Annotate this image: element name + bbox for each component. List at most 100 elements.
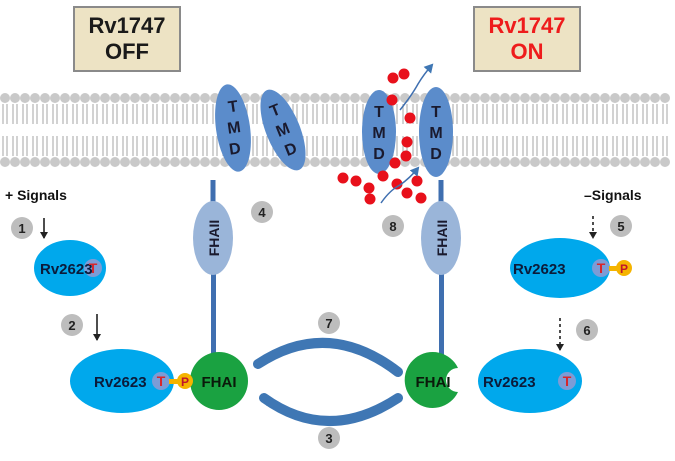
lipid-tail xyxy=(612,136,618,156)
lipid-tail xyxy=(42,104,48,124)
lipid-tail xyxy=(572,136,578,156)
lipid-head xyxy=(60,93,70,103)
lipid-tail xyxy=(662,104,668,124)
lipid-tail xyxy=(22,136,28,156)
threonine-letter-4: T xyxy=(563,373,572,389)
lipid-head xyxy=(20,157,30,167)
lipid-tail xyxy=(322,136,328,156)
lipid-head xyxy=(50,93,60,103)
lipid-head xyxy=(620,157,630,167)
ligand-dot xyxy=(364,193,376,205)
lipid-tail xyxy=(582,136,588,156)
lipid-tail xyxy=(352,104,358,124)
lipid-tail xyxy=(112,136,118,156)
lipid-head xyxy=(640,157,650,167)
lipid-head xyxy=(580,93,590,103)
threonine-site-2 xyxy=(152,372,170,390)
lipid-head xyxy=(600,157,610,167)
step3-circle xyxy=(318,427,340,449)
rv2623-label-2: Rv2623 xyxy=(94,374,147,391)
lipid-tail xyxy=(132,104,138,124)
lipid-head xyxy=(70,157,80,167)
lipid-head xyxy=(50,157,60,167)
lipid-tail xyxy=(482,136,488,156)
lipid-head xyxy=(170,93,180,103)
lipid-tail xyxy=(82,104,88,124)
lipid-head xyxy=(170,157,180,167)
lipid-head xyxy=(80,93,90,103)
lipid-tail xyxy=(202,104,208,124)
lipid-tail xyxy=(152,104,158,124)
lipid-head xyxy=(30,157,40,167)
ligand-dots xyxy=(337,68,427,205)
lipid-tail xyxy=(562,104,568,124)
phospho-link-2 xyxy=(169,379,180,384)
threonine-letter-1: T xyxy=(89,260,98,276)
lipid-tail xyxy=(622,136,628,156)
step1-circle xyxy=(11,217,33,239)
lipid-tail xyxy=(62,136,68,156)
step3-number: 3 xyxy=(325,431,332,446)
lipid-tail xyxy=(552,136,558,156)
residue-letters: T T T T P P xyxy=(89,260,628,389)
lipid-tail xyxy=(212,136,218,156)
lipid-tail xyxy=(482,104,488,124)
on-box-line1: Rv1747 xyxy=(488,13,566,38)
lipid-head xyxy=(460,157,470,167)
lipid-tail xyxy=(572,104,578,124)
lipid-tail xyxy=(512,136,518,156)
lipid-head xyxy=(330,93,340,103)
tmd-off-right-letter-m: M xyxy=(274,120,293,141)
lipid-head xyxy=(610,93,620,103)
tmd-on-right xyxy=(419,87,453,177)
ligand-dot xyxy=(391,178,403,190)
ligand-dot xyxy=(389,157,401,169)
lipid-head xyxy=(100,93,110,103)
tmd-off-left-letter-t: T xyxy=(227,98,239,116)
lipid-head xyxy=(130,157,140,167)
tmd-off-left-letter-d: D xyxy=(228,140,242,158)
lipid-tail xyxy=(632,104,638,124)
tmd-off-left xyxy=(215,84,251,172)
signal-flow-arrow-top xyxy=(399,63,434,111)
phosphate-2 xyxy=(177,373,193,389)
receptor-on xyxy=(362,87,461,408)
lipid-head xyxy=(60,157,70,167)
membrane-bilayer xyxy=(0,93,670,167)
lipid-head xyxy=(490,93,500,103)
lipid-head xyxy=(260,157,270,167)
lipid-head xyxy=(520,157,530,167)
fhaii-domain-off xyxy=(193,201,233,275)
lipid-head xyxy=(340,157,350,167)
lipid-head xyxy=(630,157,640,167)
lipid-tail xyxy=(452,136,458,156)
lipid-head xyxy=(0,157,10,167)
lipid-tail xyxy=(52,104,58,124)
stalk-off xyxy=(211,238,216,358)
lipid-tail xyxy=(262,136,268,156)
receptor-off xyxy=(190,84,306,410)
lipid-tail xyxy=(102,104,108,124)
rv2623-upper-left xyxy=(34,240,106,296)
lipid-tail xyxy=(642,136,648,156)
threonine-site-3 xyxy=(592,259,610,277)
step6-number: 6 xyxy=(583,323,590,338)
tmd-on-right-letter-d: D xyxy=(430,146,442,163)
rv2623-lower-right-body xyxy=(478,349,582,413)
lipid-tail xyxy=(122,104,128,124)
step2-circle xyxy=(61,314,83,336)
lipid-tail xyxy=(562,136,568,156)
lipid-tail xyxy=(32,104,38,124)
lipid-tail xyxy=(602,136,608,156)
lipid-head xyxy=(570,93,580,103)
ligand-dot xyxy=(386,94,398,106)
lipid-tail xyxy=(642,104,648,124)
lipid-head xyxy=(120,93,130,103)
lipid-head xyxy=(180,93,190,103)
lipid-head xyxy=(40,93,50,103)
phosphate-3 xyxy=(616,260,632,276)
lipid-head xyxy=(560,93,570,103)
lipid-tail xyxy=(652,136,658,156)
lipid-tail xyxy=(612,104,618,124)
lipid-head xyxy=(330,157,340,167)
